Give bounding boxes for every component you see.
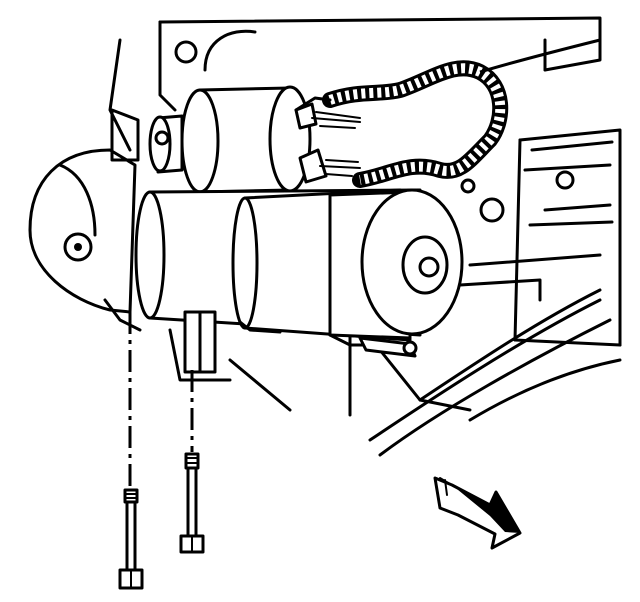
mounting-flange bbox=[183, 310, 217, 374]
starter-nose-housing bbox=[28, 108, 142, 332]
mounting-bolt bbox=[118, 312, 144, 590]
starter-motor bbox=[134, 188, 464, 358]
battery-cable bbox=[322, 38, 601, 194]
wiring-harness bbox=[368, 288, 622, 457]
mounting-bolt bbox=[179, 370, 205, 554]
front-direction-arrow bbox=[433, 476, 522, 550]
